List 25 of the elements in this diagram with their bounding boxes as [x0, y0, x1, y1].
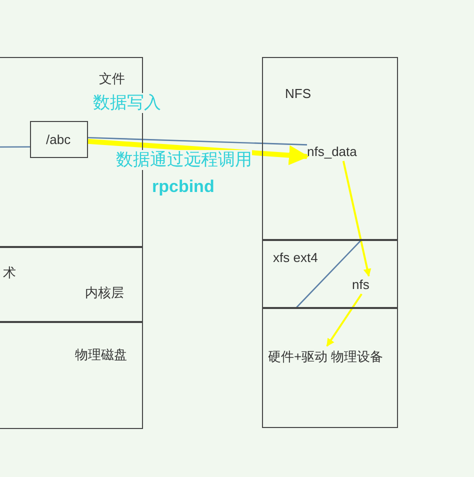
layer-label: xfs ext4	[273, 250, 318, 266]
connector-line	[88, 137, 308, 146]
layer-box	[0, 247, 143, 322]
file-box	[30, 121, 88, 158]
layer-box	[262, 240, 398, 308]
annotation-text: rpcbind	[152, 177, 214, 197]
text-label: nfs_data	[307, 143, 363, 161]
layer-label: NFS	[285, 86, 311, 102]
connector-line	[296, 240, 362, 308]
layer-label: 硬件+驱动 物理设备	[268, 349, 384, 365]
annotation-text: 数据写入	[93, 93, 161, 113]
layer-box	[262, 57, 398, 240]
layer-label: /abc	[46, 132, 71, 148]
layer-box	[0, 322, 143, 429]
annotation-text: 数据通过远程调用	[116, 150, 252, 170]
layer-label: 内核层	[85, 285, 124, 301]
layer-label: 物理磁盘	[75, 347, 127, 363]
connector-line	[0, 146, 30, 148]
arrow	[326, 293, 362, 347]
layer-box	[262, 308, 398, 428]
layer-label: 术	[3, 265, 16, 281]
arrow	[88, 138, 309, 166]
layer-label: 文件	[99, 71, 125, 87]
arrow	[342, 160, 372, 277]
text-label: nfs	[352, 276, 376, 294]
